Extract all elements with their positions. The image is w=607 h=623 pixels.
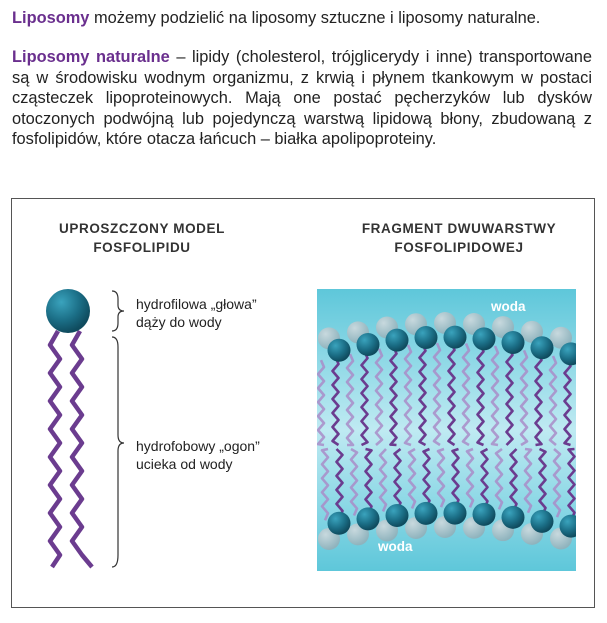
bilayer-head-bottom [385, 503, 409, 527]
bilayer-head-top [356, 333, 380, 357]
bilayer-head-top [530, 336, 554, 360]
bilayer-head-bottom [356, 507, 380, 531]
water-label-bottom: woda [377, 539, 413, 554]
bilayer-head-top [443, 325, 467, 349]
figure-box: UPROSZCZONY MODEL FOSFOLIPIDU FRAGMENT D… [11, 198, 595, 608]
bilayer-head-top [472, 327, 496, 351]
natural-liposomes-text: – lipidy (cholesterol, trójglicerydy i i… [12, 48, 592, 148]
intro-text: możemy podzielić na liposomy sztuczne i … [89, 9, 541, 27]
bilayer-head-back [550, 326, 572, 349]
intro-paragraph: Liposomy możemy podzielić na liposomy sz… [12, 8, 592, 29]
bilayer-head-top [559, 342, 576, 366]
tail-left [47, 329, 63, 569]
bilayer-illustration: woda woda [317, 289, 576, 571]
bilayer-head-bottom [501, 505, 525, 529]
tail-label: hydrofobowy „ogon” ucieka od wody [136, 438, 260, 472]
tail-brace [111, 336, 125, 568]
phospholipid-model-illustration [46, 289, 125, 569]
bilayer-fragment-title: FRAGMENT DWUWARSTWY FOSFOLIPIDOWEJ [361, 221, 557, 255]
bilayer-head-bottom [327, 511, 351, 535]
natural-liposomes-highlight: Liposomy naturalne [12, 48, 170, 66]
bilayer-head-top [385, 328, 409, 352]
phospholipid-head [46, 289, 90, 333]
bilayer-head-top [327, 338, 351, 362]
head-label: hydrofilowa „głowa” dąży do wody [136, 296, 257, 330]
intro-highlight: Liposomy [12, 9, 90, 27]
bilayer-head-bottom [443, 501, 467, 525]
bilayer-head-bottom [472, 502, 496, 526]
bilayer-head-bottom [530, 509, 554, 533]
natural-liposomes-paragraph: Liposomy naturalne – lipidy (cholesterol… [12, 47, 592, 150]
water-label-top: woda [490, 299, 526, 314]
bilayer-head-bottom [559, 514, 576, 538]
tail-right [69, 329, 94, 569]
bilayer-head-top [414, 326, 438, 350]
bilayer-head-bottom [414, 501, 438, 525]
head-brace [111, 290, 125, 332]
bilayer-head-top [501, 331, 525, 355]
phospholipid-model-title: UPROSZCZONY MODEL FOSFOLIPIDU [59, 221, 225, 255]
